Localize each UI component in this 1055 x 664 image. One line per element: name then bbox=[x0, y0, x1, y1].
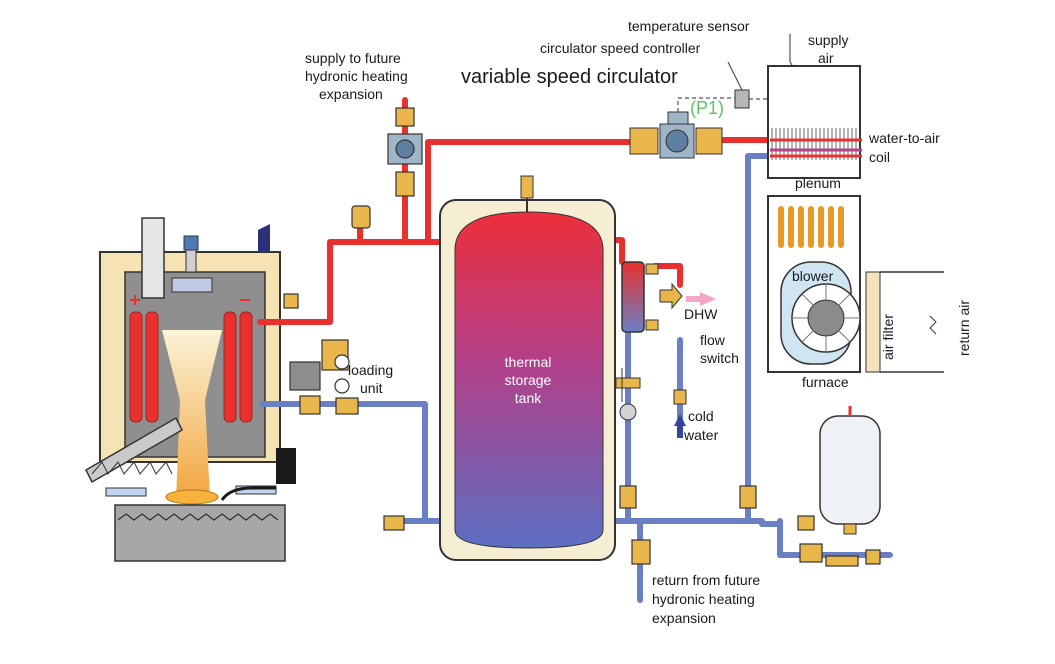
label-return-air: return air bbox=[956, 299, 972, 356]
dhw-heat-exchanger bbox=[615, 261, 716, 438]
boiler bbox=[85, 217, 296, 562]
label-loading-unit-1: loading bbox=[348, 362, 394, 378]
label-temperature-sensor: temperature sensor bbox=[628, 18, 750, 34]
fittings bbox=[283, 107, 881, 567]
label-flow-switch-2: switch bbox=[700, 350, 739, 366]
thermal-storage-tank bbox=[439, 175, 616, 561]
label-flow-switch-1: flow bbox=[700, 332, 725, 348]
label-supply-future-3: expansion bbox=[319, 86, 383, 102]
label-pump-tag: (P1) bbox=[690, 98, 725, 118]
label-supply-air-2: air bbox=[818, 50, 834, 66]
label-water-to-air-2: coil bbox=[869, 149, 891, 165]
label-supply-air-1: supply bbox=[808, 32, 849, 48]
expansion-tank bbox=[819, 406, 881, 535]
label-plenum: plenum bbox=[795, 175, 841, 191]
supply-piping bbox=[257, 97, 773, 325]
label-dhw: DHW bbox=[684, 306, 718, 322]
label-loading-unit-2: unit bbox=[360, 380, 383, 396]
label-tank-3: tank bbox=[514, 390, 542, 406]
label-cold-water-2: water bbox=[684, 427, 719, 443]
label-furnace: furnace bbox=[802, 374, 849, 390]
label-air-filter: air filter bbox=[880, 314, 896, 360]
label-supply-future-2: hydronic heating bbox=[305, 68, 408, 84]
label-return-future-2: hydronic heating bbox=[652, 591, 755, 607]
label-blower: blower bbox=[792, 268, 834, 284]
label-return-future-3: expansion bbox=[652, 610, 716, 626]
furnace bbox=[767, 65, 944, 373]
label-tank-1: thermal bbox=[504, 354, 552, 370]
label-circulator-speed-controller: circulator speed controller bbox=[540, 40, 701, 56]
label-tank-2: storage bbox=[504, 372, 552, 388]
label-supply-future-1: supply to future bbox=[305, 50, 401, 66]
label-water-to-air-1: water-to-air bbox=[869, 130, 940, 146]
label-return-future-1: return from future bbox=[652, 572, 761, 588]
variable-speed-circulator bbox=[629, 111, 723, 159]
label-cold-water-1: cold bbox=[688, 408, 714, 424]
label-variable-speed-circulator: variable speed circulator bbox=[461, 66, 678, 88]
